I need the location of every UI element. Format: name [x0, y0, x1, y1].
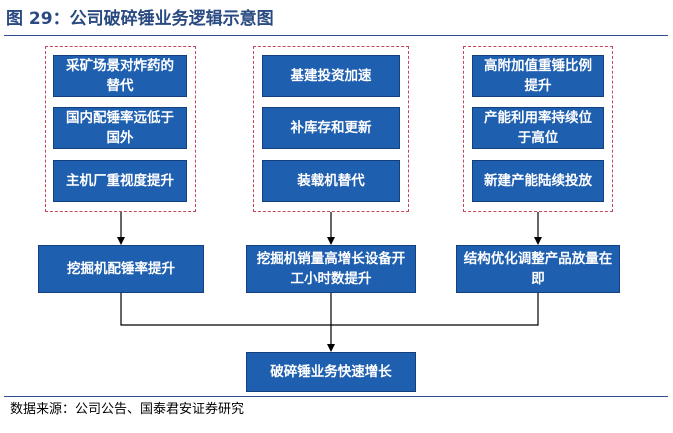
result-box: 挖掘机销量高增长设备开工小时数提升: [246, 245, 416, 293]
final-label: 破碎锤业务快速增长: [270, 364, 392, 380]
factor-label: 国内配锤率远低于国外: [66, 110, 174, 146]
final-box: 破碎锤业务快速增长: [246, 352, 416, 392]
result-box: 挖掘机配锤率提升: [38, 245, 204, 293]
factor-label: 基建投资加速: [290, 68, 372, 84]
footer-rule: [4, 396, 668, 397]
factor-box: 产能利用率持续位于高位: [472, 107, 604, 149]
factor-box: 基建投资加速: [262, 55, 400, 97]
factor-label: 采矿场景对炸药的替代: [66, 58, 174, 94]
result-label: 挖掘机销量高增长设备开工小时数提升: [256, 251, 406, 287]
factor-box: 补库存和更新: [262, 107, 400, 149]
driver-group-2: [253, 46, 409, 212]
connector-left-to-final: [120, 293, 331, 326]
driver-group-3: [463, 46, 613, 212]
source-note: 数据来源：公司公告、国泰君安证券研究: [10, 402, 245, 417]
factor-label: 补库存和更新: [290, 120, 372, 136]
connector-right-to-final: [331, 293, 539, 326]
result-label: 结构优化调整产品放量在即: [463, 251, 613, 287]
factor-box: 高附加值重锤比例提升: [472, 55, 604, 97]
title-rule: [4, 35, 668, 36]
driver-group-1: [45, 46, 196, 212]
factor-box: 装载机替代: [262, 160, 400, 202]
factor-box: 新建产能陆续投放: [472, 160, 604, 202]
factor-box: 国内配锤率远低于国外: [53, 107, 187, 149]
factor-label: 主机厂重视度提升: [66, 173, 174, 189]
figure-title: 图 29：公司破碎锤业务逻辑示意图: [6, 9, 274, 29]
factor-box: 采矿场景对炸药的替代: [53, 55, 187, 97]
factor-box: 主机厂重视度提升: [53, 160, 187, 202]
result-box: 结构优化调整产品放量在即: [456, 245, 620, 293]
factor-label: 高附加值重锤比例提升: [484, 58, 592, 94]
factor-label: 新建产能陆续投放: [484, 173, 592, 189]
result-label: 挖掘机配锤率提升: [67, 261, 175, 277]
factor-label: 装载机替代: [297, 173, 365, 189]
factor-label: 产能利用率持续位于高位: [484, 110, 592, 146]
